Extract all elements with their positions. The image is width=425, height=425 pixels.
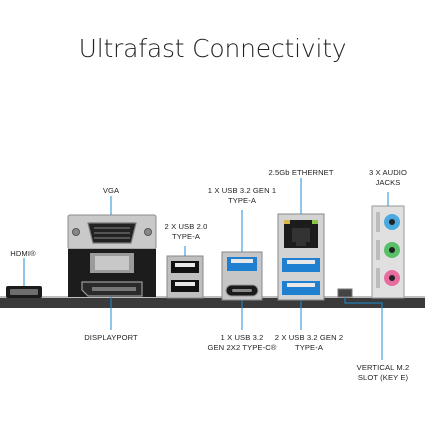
leader-lines bbox=[23, 178, 389, 360]
label-usb20: 2 X USB 2.0 TYPE-A bbox=[155, 222, 217, 242]
usb20-stack bbox=[166, 255, 204, 299]
m2-slot bbox=[337, 288, 353, 298]
label-m2-line2: SLOT (KEY E) bbox=[357, 373, 409, 382]
label-usb32-gen1-line1: 1 X USB 3.2 GEN 1 bbox=[207, 186, 277, 195]
label-usb32-gen1: 1 X USB 3.2 GEN 1 TYPE-A bbox=[200, 186, 284, 206]
label-m2-line1: VERTICAL M.2 bbox=[356, 363, 410, 372]
usb32-gen1-typec-stack bbox=[221, 251, 263, 301]
hdmi-port bbox=[6, 286, 42, 298]
label-usb32-gen2-line2: TYPE-A bbox=[294, 343, 324, 352]
page-title: Ultrafast Connectivity bbox=[78, 34, 347, 63]
label-usb20-line2: TYPE-A bbox=[171, 232, 201, 241]
vga-displayport-stack bbox=[67, 214, 157, 297]
label-usb32-gen2x2-line2: GEN 2X2 TYPE-C® bbox=[207, 343, 277, 352]
ethernet-usb-gen2-stack bbox=[277, 213, 325, 301]
label-usb32-gen2: 2 X USB 3.2 GEN 2 TYPE-A bbox=[266, 333, 352, 353]
label-hdmi: HDMI® bbox=[10, 249, 36, 258]
label-ethernet: 2.5Gb ETHERNET bbox=[268, 168, 334, 177]
label-usb32-gen2x2: 1 X USB 3.2 GEN 2X2 TYPE-C® bbox=[190, 333, 294, 353]
label-audio-line1: 3 X AUDIO bbox=[368, 168, 408, 177]
label-usb32-gen2-line1: 2 X USB 3.2 GEN 2 bbox=[274, 333, 344, 342]
label-m2: VERTICAL M.2 SLOT (KEY E) bbox=[350, 363, 416, 383]
label-audio: 3 X AUDIO JACKS bbox=[358, 168, 418, 188]
label-vga: VGA bbox=[102, 186, 120, 195]
label-usb32-gen2x2-line1: 1 X USB 3.2 bbox=[220, 333, 264, 342]
label-usb32-gen1-line2: TYPE-A bbox=[227, 196, 257, 205]
label-usb20-line1: 2 X USB 2.0 bbox=[164, 222, 208, 231]
label-audio-line2: JACKS bbox=[375, 178, 401, 187]
audio-jack-stack bbox=[371, 205, 405, 299]
label-displayport: DISPLAYPORT bbox=[84, 333, 138, 342]
